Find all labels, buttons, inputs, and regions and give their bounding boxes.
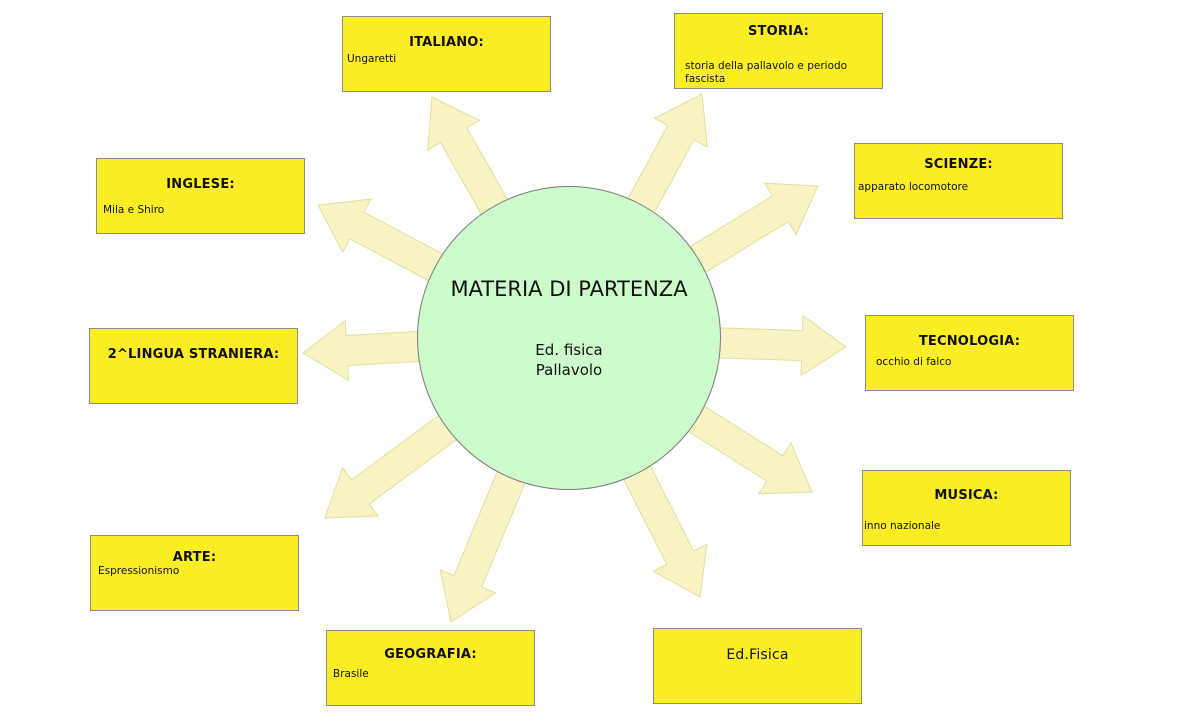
box-italiano-title: ITALIANO:	[409, 35, 484, 50]
box-storia-title: STORIA:	[747, 24, 810, 39]
box-scienze[interactable]: SCIENZE: apparato locomotore	[854, 143, 1063, 219]
box-arte-title: ARTE:	[172, 550, 217, 565]
arrow-to-geografia	[439, 451, 534, 623]
box-lingua2[interactable]: 2^LINGUA STRANIERA:	[89, 328, 298, 404]
box-geografia-body: Brasile	[333, 668, 369, 680]
center-topic-circle[interactable]: MATERIA DI PARTENZA Ed. fisica Pallavolo	[417, 186, 721, 490]
center-title: MATERIA DI PARTENZA	[450, 277, 688, 301]
box-geografia[interactable]: GEOGRAFIA: Brasile	[326, 630, 535, 706]
box-inglese-body: Mila e Shiro	[103, 204, 165, 216]
box-storia-body: storia della pallavolo e periodo fascist…	[685, 60, 848, 85]
box-musica[interactable]: MUSICA: inno nazionale	[862, 470, 1071, 546]
box-musica-title: MUSICA:	[934, 488, 999, 503]
box-inglese-title: INGLESE:	[166, 177, 235, 192]
box-arte[interactable]: ARTE: Espressionismo	[90, 535, 299, 611]
center-topic: Pallavolo	[535, 361, 603, 379]
box-musica-body: inno nazionale	[864, 520, 941, 532]
box-tecnologia-title: TECNOLOGIA:	[918, 334, 1021, 349]
box-italiano-body: Ungaretti	[347, 53, 397, 65]
box-geografia-title: GEOGRAFIA:	[384, 647, 477, 662]
box-inglese[interactable]: INGLESE: Mila e Shiro	[96, 158, 305, 234]
box-edfisica[interactable]: Ed.Fisica	[653, 628, 862, 704]
box-scienze-body: apparato locomotore	[858, 181, 969, 193]
box-arte-body: Espressionismo	[98, 565, 180, 577]
box-tecnologia[interactable]: TECNOLOGIA: occhio di falco	[865, 315, 1074, 391]
box-lingua2-title: 2^LINGUA STRANIERA:	[107, 347, 280, 362]
center-subject: Ed. fisica	[535, 341, 603, 359]
box-storia[interactable]: STORIA: storia della pallavolo e periodo…	[674, 13, 883, 89]
box-scienze-title: SCIENZE:	[924, 157, 993, 172]
box-tecnologia-body: occhio di falco	[876, 356, 952, 368]
box-edfisica-title: Ed.Fisica	[726, 647, 789, 663]
box-italiano[interactable]: ITALIANO: Ungaretti	[342, 16, 551, 92]
